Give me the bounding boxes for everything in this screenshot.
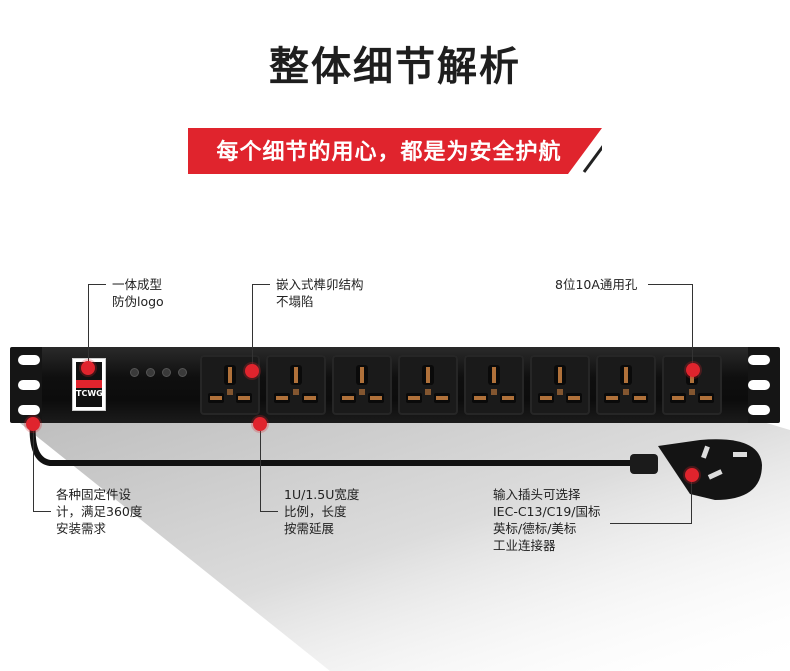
lead-line (648, 284, 693, 368)
outlet-socket (266, 355, 326, 415)
callout-outlets: 8位10A通用孔 (555, 277, 638, 292)
callout-mount: 各种固定件设 计，满足360度 安装需求 (56, 487, 143, 536)
lead-line (260, 424, 278, 512)
banner-shape (188, 128, 602, 174)
lead-line (33, 424, 51, 512)
callout-plug: 输入插头可选择 IEC-C13/C19/国标 英标/德标/美标 工业连接器 (493, 487, 601, 553)
callout-logo: 一体成型 防伪logo (112, 277, 164, 309)
outlet-socket (596, 355, 656, 415)
led-icon (162, 368, 171, 377)
lead-line (88, 284, 106, 364)
universal-socket-icon (340, 365, 384, 403)
pdu-product: TCWG (10, 347, 780, 423)
led-icon (130, 368, 139, 377)
outlet-socket (398, 355, 458, 415)
marker-dot-mount (26, 417, 40, 431)
outlet-socket (200, 355, 260, 415)
marker-dot-outlet (686, 363, 700, 377)
callout-mortise: 嵌入式榫卯结构 不塌陷 (276, 277, 364, 309)
lead-line (252, 284, 270, 368)
outlet-socket (530, 355, 590, 415)
slogan-banner: 每个细节的用心，都是为安全护航 (188, 128, 602, 174)
plug-pins-icon (701, 445, 747, 480)
floor-shadow (10, 415, 790, 671)
banner-text: 每个细节的用心，都是为安全护航 (216, 140, 562, 165)
led-icon (178, 368, 187, 377)
marker-dot-width (253, 417, 267, 431)
callout-width: 1U/1.5U宽度 比例，长度 按需延展 (284, 487, 360, 536)
universal-socket-icon (406, 365, 450, 403)
universal-socket-icon (208, 365, 252, 403)
universal-socket-icon (274, 365, 318, 403)
outlet-socket (332, 355, 392, 415)
outlet-socket (464, 355, 524, 415)
universal-socket-icon (472, 365, 516, 403)
lead-line (610, 476, 692, 524)
universal-socket-icon (538, 365, 582, 403)
universal-socket-icon (604, 365, 648, 403)
page-title: 整体细节解析 (269, 44, 521, 90)
marker-dot-mortise (245, 364, 259, 378)
marker-dot-plug (685, 468, 699, 482)
marker-dot-logo (81, 361, 95, 375)
led-icon (146, 368, 155, 377)
